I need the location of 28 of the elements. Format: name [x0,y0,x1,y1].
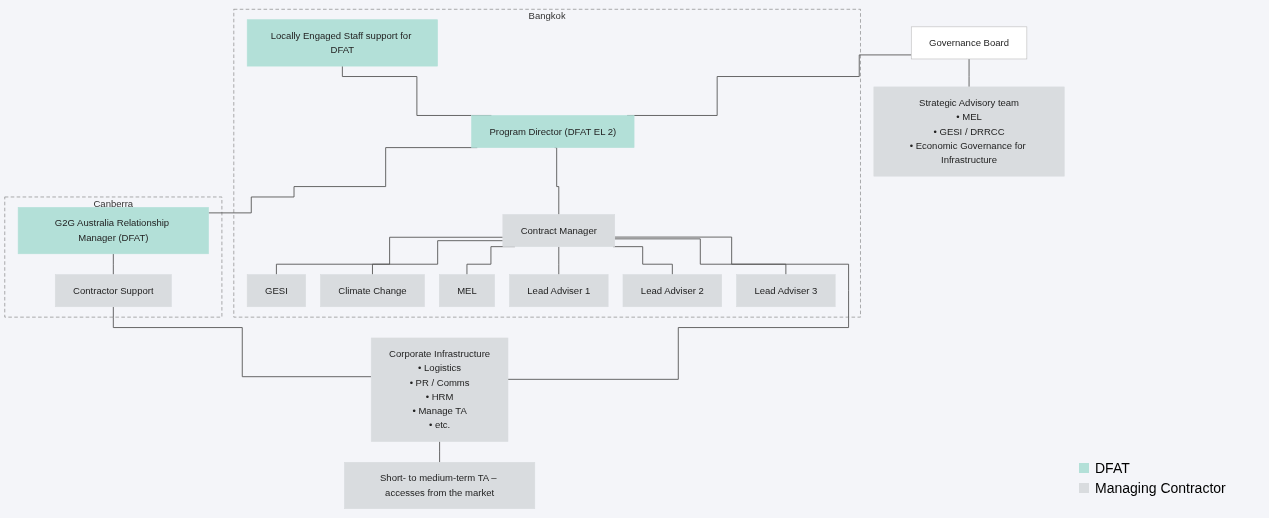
connector [507,236,850,380]
connector [558,246,560,276]
connector [554,147,560,215]
node-box: Climate Change [320,274,425,308]
node-box: G2G Australia Relationship Manager (DFAT) [17,207,209,255]
node-box: Contractor Support [54,274,172,308]
node-box: Lead Adviser 1 [509,274,609,308]
node-box: Contract Manager [502,214,616,247]
node-box: GESI [246,274,306,308]
connector [968,58,970,88]
node-box: Lead Adviser 3 [736,274,836,308]
node-box: Lead Adviser 2 [622,274,722,308]
node-box: Corporate Infrastructure • Logistics • PR / Comms • HRM • Manage TA • etc. [370,337,509,442]
node-box: Locally Engaged Staff support for DFAT [246,19,438,67]
connector [612,246,673,276]
connector [614,238,787,276]
node-box: Short- to medium-term TA – accesses from the market [344,462,536,509]
node-box: Strategic Advisory team • MEL • GESI / DRRCC • Economic Governance for Infrastructure [873,86,1065,177]
connector [275,236,504,276]
legend-label: DFAT [1095,460,1130,476]
connector [372,240,504,276]
node-box: Program Director (DFAT EL 2) [471,115,635,148]
legend-label: Managing Contractor [1095,480,1226,496]
connector [112,253,114,276]
connector [112,306,372,378]
node-box: Governance Board [910,26,1028,60]
connector [439,441,441,463]
node-box: MEL [439,274,495,308]
